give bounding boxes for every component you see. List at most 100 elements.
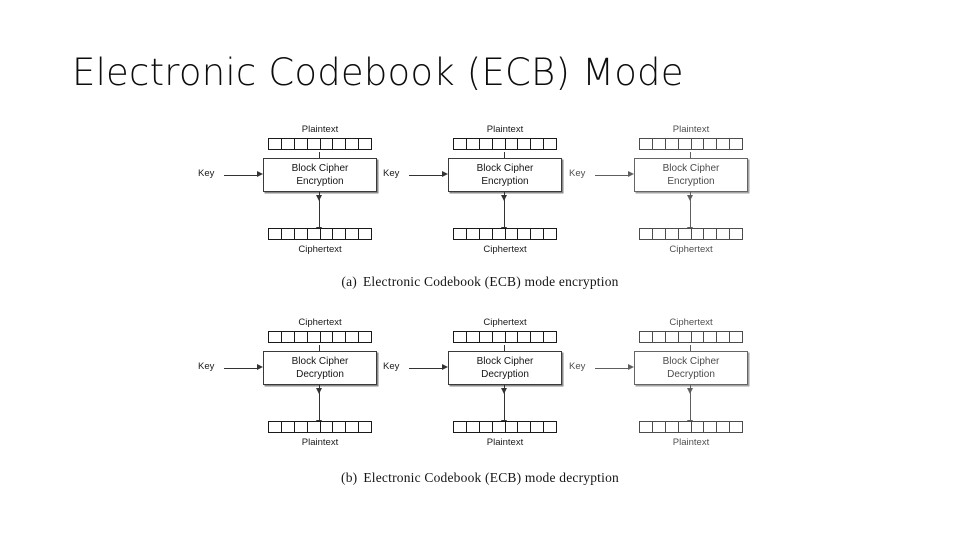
key-label: Key bbox=[383, 361, 400, 372]
input-label: Ciphertext bbox=[483, 317, 527, 328]
caption-tag: (a) bbox=[341, 274, 357, 289]
arrow-down-to-output bbox=[687, 192, 693, 233]
block-cell bbox=[295, 332, 308, 342]
block-cell bbox=[640, 139, 653, 149]
block-cell bbox=[454, 422, 467, 432]
ciphertext-block-bar bbox=[268, 228, 372, 240]
block-cell bbox=[480, 422, 493, 432]
arrow-head-icon bbox=[257, 170, 263, 177]
block-cell bbox=[692, 332, 705, 342]
block-cell bbox=[295, 229, 308, 239]
block-cell bbox=[717, 332, 731, 342]
key-label: Key bbox=[569, 168, 586, 179]
input-label: Plaintext bbox=[301, 124, 339, 135]
block-cell bbox=[640, 229, 653, 239]
cipher-line-2: Decryption bbox=[296, 369, 344, 380]
input-label: Plaintext bbox=[672, 124, 710, 135]
input-label: Ciphertext bbox=[669, 317, 713, 328]
key-arrow-line bbox=[224, 175, 258, 176]
input-label: Plaintext bbox=[486, 124, 524, 135]
block-cell bbox=[493, 332, 506, 342]
block-cell bbox=[467, 139, 480, 149]
block-cell bbox=[666, 332, 679, 342]
caption-tag: (b) bbox=[341, 470, 358, 485]
arrow-head-icon bbox=[257, 363, 263, 370]
block-cell bbox=[692, 422, 705, 432]
block-cell bbox=[730, 139, 742, 149]
block-cell bbox=[506, 139, 519, 149]
block-cipher-box: Block Cipher Encryption bbox=[448, 158, 562, 192]
block-cipher-box: Block Cipher Encryption bbox=[263, 158, 377, 192]
block-cell bbox=[531, 332, 545, 342]
output-label: Ciphertext bbox=[669, 244, 713, 255]
cipher-line-2: Encryption bbox=[667, 176, 715, 187]
block-cell bbox=[346, 139, 360, 149]
block-cell bbox=[730, 229, 742, 239]
cipher-line-2: Decryption bbox=[667, 369, 715, 380]
block-cell bbox=[640, 332, 653, 342]
block-cell bbox=[506, 229, 519, 239]
block-cell bbox=[506, 422, 519, 432]
plaintext-block-bar bbox=[639, 421, 743, 433]
block-cell bbox=[359, 139, 371, 149]
block-cell bbox=[518, 139, 532, 149]
block-cell bbox=[321, 422, 334, 432]
block-cell bbox=[333, 139, 347, 149]
block-cell bbox=[308, 332, 321, 342]
key-input-group: Key bbox=[383, 361, 449, 375]
key-input-group: Key bbox=[198, 361, 264, 375]
cipher-line-2: Encryption bbox=[296, 176, 344, 187]
block-cell bbox=[282, 229, 295, 239]
arrow-down-to-output bbox=[501, 385, 507, 426]
plaintext-block-bar bbox=[268, 138, 372, 150]
ciphertext-block-bar bbox=[453, 331, 557, 343]
key-label: Key bbox=[383, 168, 400, 179]
block-cell bbox=[518, 229, 532, 239]
block-cell bbox=[531, 139, 545, 149]
cipher-line-1: Block Cipher bbox=[291, 163, 349, 174]
block-cell bbox=[518, 332, 532, 342]
block-cell bbox=[653, 332, 666, 342]
key-arrow-line bbox=[595, 368, 629, 369]
arrow-down-to-output bbox=[687, 385, 693, 426]
block-cell bbox=[467, 229, 480, 239]
block-cell bbox=[531, 229, 545, 239]
block-cell bbox=[269, 422, 282, 432]
ciphertext-block-bar bbox=[453, 228, 557, 240]
block-cell bbox=[308, 229, 321, 239]
block-cell bbox=[717, 139, 731, 149]
block-cell bbox=[666, 422, 679, 432]
block-cell bbox=[333, 229, 347, 239]
block-cell bbox=[730, 332, 742, 342]
key-label: Key bbox=[198, 168, 215, 179]
block-cell bbox=[544, 422, 556, 432]
key-label: Key bbox=[198, 361, 215, 372]
block-cell bbox=[359, 229, 371, 239]
ciphertext-block-bar bbox=[639, 331, 743, 343]
block-cell bbox=[679, 332, 692, 342]
key-arrow-line bbox=[595, 175, 629, 176]
block-cipher-box: Block Cipher Encryption bbox=[634, 158, 748, 192]
block-cell bbox=[359, 332, 371, 342]
block-cell bbox=[666, 139, 679, 149]
block-cell bbox=[295, 422, 308, 432]
block-cell bbox=[666, 229, 679, 239]
block-cell bbox=[480, 332, 493, 342]
plaintext-block-bar bbox=[639, 138, 743, 150]
cipher-line-2: Encryption bbox=[481, 176, 529, 187]
block-cell bbox=[454, 332, 467, 342]
block-cipher-box: Block Cipher Decryption bbox=[634, 351, 748, 385]
key-arrow-line bbox=[224, 368, 258, 369]
block-cell bbox=[653, 422, 666, 432]
block-cell bbox=[544, 332, 556, 342]
cipher-line-1: Block Cipher bbox=[662, 163, 720, 174]
block-cell bbox=[308, 139, 321, 149]
key-input-group: Key bbox=[383, 168, 449, 182]
cipher-line-1: Block Cipher bbox=[476, 163, 534, 174]
output-label: Plaintext bbox=[301, 437, 339, 448]
block-cell bbox=[321, 139, 334, 149]
ciphertext-block-bar bbox=[268, 331, 372, 343]
output-label: Ciphertext bbox=[298, 244, 342, 255]
block-cell bbox=[269, 332, 282, 342]
